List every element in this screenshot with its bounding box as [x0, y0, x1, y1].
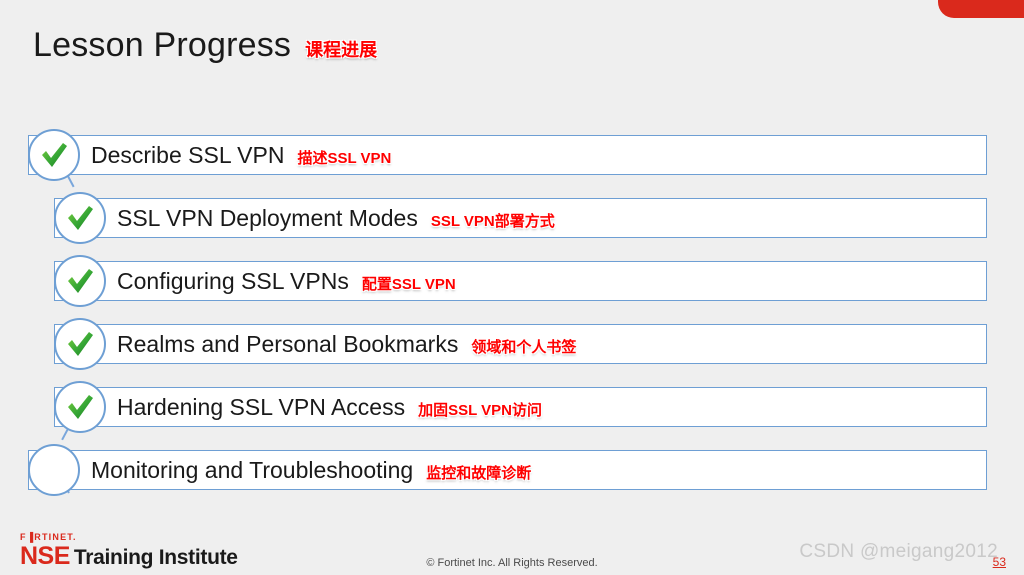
list-item-labels: Monitoring and Troubleshooting 监控和故障诊断: [29, 456, 532, 483]
training-institute-wordmark: Training Institute: [73, 546, 238, 569]
list-item-label-english: Realms and Personal Bookmarks: [117, 330, 459, 357]
fortinet-nse-logo: F▐RTINET. NSE Training Institute: [20, 533, 238, 569]
list-item-label-english: Describe SSL VPN: [91, 141, 285, 168]
page-title-english: Lesson Progress: [33, 26, 292, 64]
nse-training-institute-lockup: NSE Training Institute: [20, 544, 238, 569]
list-item-labels: Realms and Personal Bookmarks 领域和个人书签: [55, 330, 577, 357]
list-item[interactable]: SSL VPN Deployment Modes SSL VPN部署方式: [54, 198, 987, 238]
list-item-label-chinese: 监控和故障诊断: [426, 464, 532, 482]
status-marker-completed[interactable]: [54, 255, 106, 307]
check-icon: [36, 137, 72, 173]
list-item[interactable]: Monitoring and Troubleshooting 监控和故障诊断: [28, 450, 987, 490]
list-item-labels: Describe SSL VPN 描述SSL VPN: [29, 141, 392, 168]
list-item[interactable]: Configuring SSL VPNs 配置SSL VPN: [54, 261, 987, 301]
list-item-labels: SSL VPN Deployment Modes SSL VPN部署方式: [55, 204, 555, 231]
nse-wordmark: NSE: [20, 542, 70, 570]
list-item-label-chinese: SSL VPN部署方式: [430, 212, 555, 230]
list-item[interactable]: Hardening SSL VPN Access 加固SSL VPN访问: [54, 387, 987, 427]
page-number: 53: [992, 555, 1006, 569]
list-item-label-english: Configuring SSL VPNs: [117, 267, 349, 294]
list-item-labels: Configuring SSL VPNs 配置SSL VPN: [55, 267, 456, 294]
list-item[interactable]: Describe SSL VPN 描述SSL VPN: [28, 135, 987, 175]
list-item-label-english: Hardening SSL VPN Access: [117, 393, 406, 420]
copyright-notice: © Fortinet Inc. All Rights Reserved.: [426, 557, 598, 569]
lesson-progress-list: Describe SSL VPN 描述SSL VPN SSL VPN Deplo…: [0, 126, 1024, 496]
check-icon: [62, 326, 98, 362]
check-icon: [62, 263, 98, 299]
list-item-label-chinese: 描述SSL VPN: [297, 149, 392, 167]
list-item[interactable]: Realms and Personal Bookmarks 领域和个人书签: [54, 324, 987, 364]
page-title-chinese: 课程进展: [305, 40, 378, 60]
list-item-label-english: SSL VPN Deployment Modes: [117, 204, 418, 231]
status-marker-completed[interactable]: [54, 318, 106, 370]
check-icon: [62, 389, 98, 425]
list-item-label-chinese: 领域和个人书签: [471, 338, 577, 356]
top-right-accent-bar: [938, 0, 1024, 18]
list-item-labels: Hardening SSL VPN Access 加固SSL VPN访问: [55, 393, 542, 420]
status-marker-completed[interactable]: [54, 192, 106, 244]
list-item-label-chinese: 配置SSL VPN: [361, 275, 456, 293]
status-marker-completed[interactable]: [54, 381, 106, 433]
list-item-label-english: Monitoring and Troubleshooting: [91, 456, 414, 483]
list-item-label-chinese: 加固SSL VPN访问: [418, 401, 542, 419]
fortinet-wordmark: F▐RTINET.: [20, 532, 77, 542]
status-marker-completed[interactable]: [28, 129, 80, 181]
check-icon: [62, 200, 98, 236]
page-title: Lesson Progress 课程进展: [33, 28, 377, 62]
status-marker-pending[interactable]: [28, 444, 80, 496]
